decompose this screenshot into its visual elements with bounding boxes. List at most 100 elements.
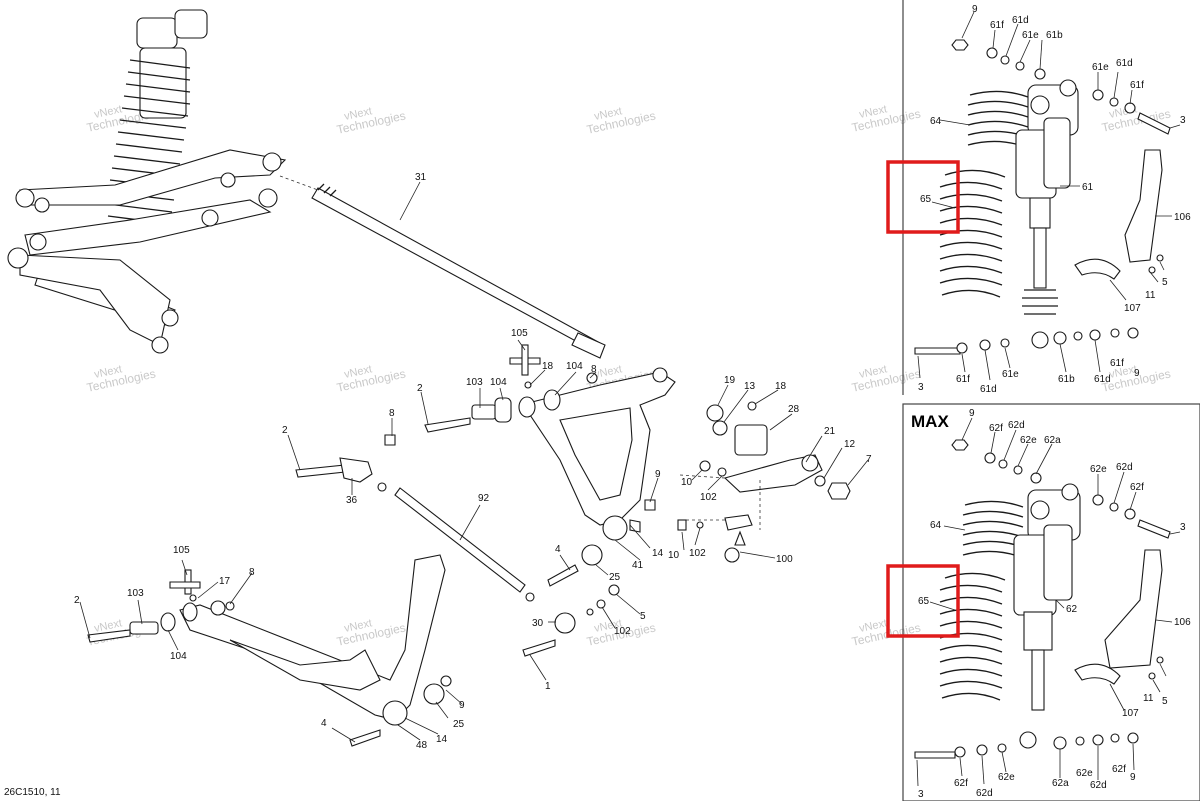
callout-4-center: 4 bbox=[555, 544, 561, 555]
callout-5-center: 5 bbox=[640, 611, 646, 622]
top-callout-61f-right: 61f bbox=[1130, 80, 1144, 91]
max-callout-62f-lower: 62f bbox=[954, 778, 968, 789]
top-callout-9-lower: 9 bbox=[1134, 368, 1140, 379]
callout-8-lower: 8 bbox=[249, 567, 255, 578]
max-callout-107: 107 bbox=[1122, 708, 1139, 719]
max-callout-62: 62 bbox=[1066, 604, 1078, 615]
callout-36: 36 bbox=[346, 495, 358, 506]
max-callout-62f-right: 62f bbox=[1130, 482, 1144, 493]
callout-19: 19 bbox=[724, 375, 736, 386]
top-callout-61e-right: 61e bbox=[1092, 62, 1109, 73]
top-callout-61f-lower-right: 61f bbox=[1110, 358, 1124, 369]
shaft-31 bbox=[279, 175, 606, 359]
top-callout-9: 9 bbox=[972, 4, 978, 15]
watermark-4: vNext bbox=[858, 103, 888, 121]
upper-a-arm bbox=[295, 344, 676, 541]
top-callout-61d-lower-right: 61d bbox=[1094, 374, 1111, 385]
max-callout-62f: 62f bbox=[989, 423, 1003, 434]
highlight-box-65-standard bbox=[886, 160, 960, 234]
callout-31: 31 bbox=[415, 172, 427, 183]
callout-102-upper: 102 bbox=[700, 492, 717, 503]
max-callout-62a: 62a bbox=[1044, 435, 1061, 446]
max-callout-62f-lower-right: 62f bbox=[1112, 764, 1126, 775]
top-callout-11: 11 bbox=[1145, 290, 1156, 301]
top-callout-61b: 61b bbox=[1046, 30, 1063, 41]
top-callout-64: 64 bbox=[930, 116, 942, 127]
top-callout-61f-lower: 61f bbox=[956, 374, 970, 385]
suspension-assembly-overview bbox=[7, 9, 287, 354]
callout-7: 7 bbox=[866, 454, 872, 465]
callout-103-lower: 103 bbox=[127, 588, 144, 599]
callout-100: 100 bbox=[776, 554, 793, 565]
max-callout-62d-right: 62d bbox=[1116, 462, 1133, 473]
callout-10-upper: 10 bbox=[681, 477, 693, 488]
right-panels bbox=[902, 0, 1200, 801]
max-callout-11: 11 bbox=[1143, 693, 1154, 704]
top-callout-61: 61 bbox=[1082, 182, 1094, 193]
top-callout-61e: 61e bbox=[1022, 30, 1039, 41]
top-callout-107: 107 bbox=[1124, 303, 1141, 314]
top-callout-61b-lower: 61b bbox=[1058, 374, 1075, 385]
callout-92: 92 bbox=[478, 493, 490, 504]
callout-8-upper: 8 bbox=[591, 364, 597, 375]
callout-2-lower: 2 bbox=[74, 595, 80, 606]
max-shock-panel: MAX bbox=[886, 408, 1191, 800]
max-callout-65: 65 bbox=[918, 596, 930, 607]
callout-9-center: 9 bbox=[655, 469, 661, 480]
top-callout-61e-lower: 61e bbox=[1002, 369, 1019, 380]
callout-13: 13 bbox=[744, 381, 756, 392]
callout-18-right: 18 bbox=[775, 381, 787, 392]
top-callout-5: 5 bbox=[1162, 277, 1168, 288]
max-callout-62e: 62e bbox=[1020, 435, 1037, 446]
watermark-12: vNext bbox=[343, 617, 373, 635]
watermark-6: vNext bbox=[93, 363, 123, 381]
callout-102-center: 102 bbox=[614, 626, 631, 637]
callout-2-left: 2 bbox=[282, 425, 288, 436]
callout-14-center: 14 bbox=[652, 548, 664, 559]
watermark-13: vNext bbox=[593, 617, 623, 635]
watermark-9: vNext bbox=[858, 363, 888, 381]
max-callout-62a-lower: 62a bbox=[1052, 778, 1069, 789]
max-callout-62e-lower-right: 62e bbox=[1076, 768, 1093, 779]
max-callout-62d: 62d bbox=[1008, 420, 1025, 431]
top-callout-61f: 61f bbox=[990, 20, 1004, 31]
link-rod-92 bbox=[394, 487, 526, 593]
top-callout-3-lower: 3 bbox=[918, 382, 924, 393]
max-panel-title: MAX bbox=[911, 412, 949, 431]
watermark-10: vNext bbox=[1108, 363, 1138, 381]
max-callout-3-lower: 3 bbox=[918, 789, 924, 800]
callout-14-lower: 14 bbox=[436, 734, 448, 745]
highlight-box-65-max bbox=[886, 564, 960, 638]
callout-104-upper-right: 104 bbox=[566, 361, 583, 372]
callout-104-lower: 104 bbox=[170, 651, 187, 662]
callout-9-lower: 9 bbox=[459, 700, 465, 711]
lower-a-arm bbox=[87, 554, 452, 747]
callout-103-upper: 103 bbox=[466, 377, 483, 388]
callout-18-upper: 18 bbox=[542, 361, 554, 372]
callout-4-lower: 4 bbox=[321, 718, 327, 729]
max-callout-62d-lower: 62d bbox=[976, 788, 993, 799]
top-callout-106: 106 bbox=[1174, 212, 1191, 223]
callout-102-lower: 102 bbox=[689, 548, 706, 559]
callout-8-left: 8 bbox=[389, 408, 395, 419]
callout-48: 48 bbox=[416, 740, 428, 751]
max-callout-62e-lower: 62e bbox=[998, 772, 1015, 783]
main-callouts: 31 105 18 104 103 104 8 2 8 2 36 92 19 1… bbox=[74, 172, 872, 751]
top-callout-61d: 61d bbox=[1012, 15, 1029, 26]
max-callout-9-lower: 9 bbox=[1130, 772, 1136, 783]
callout-25-center: 25 bbox=[609, 572, 621, 583]
top-callout-61d-right: 61d bbox=[1116, 58, 1133, 69]
standard-shock-panel: 9 61f 61d 61e 61b 61e 61d 61f 3 64 61 65… bbox=[886, 4, 1191, 395]
callout-41: 41 bbox=[632, 560, 644, 571]
callout-2-upper: 2 bbox=[417, 383, 423, 394]
callout-12: 12 bbox=[844, 439, 856, 450]
max-callout-9: 9 bbox=[969, 408, 975, 419]
max-callout-106: 106 bbox=[1174, 617, 1191, 628]
watermark-3: vNext bbox=[593, 105, 623, 123]
callout-104-upper-left: 104 bbox=[490, 377, 507, 388]
callout-28: 28 bbox=[788, 404, 800, 415]
watermark-8: vNext bbox=[593, 363, 623, 381]
center-hardware bbox=[522, 544, 620, 657]
top-callout-61d-lower: 61d bbox=[980, 384, 997, 395]
